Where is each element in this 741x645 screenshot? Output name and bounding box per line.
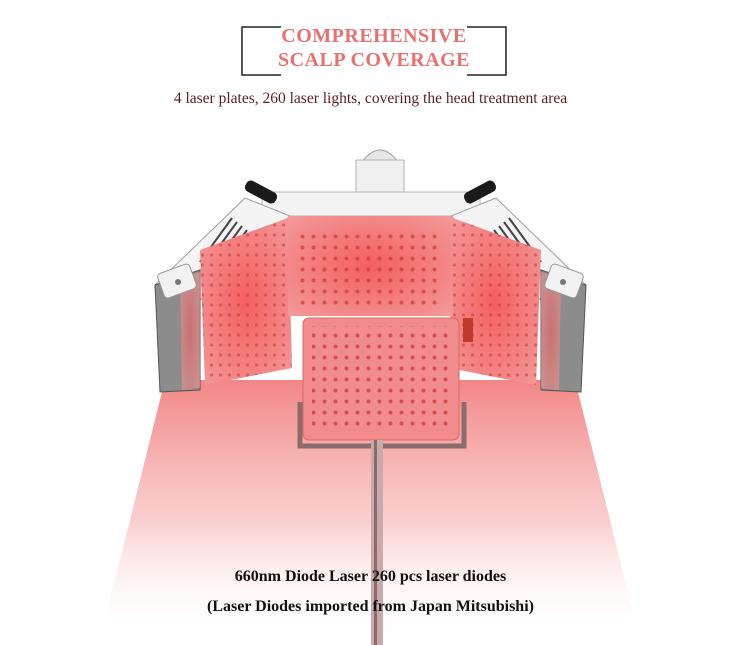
- left-handle: [244, 180, 278, 204]
- caption-line-1: 660nm Diode Laser 260 pcs laser diodes: [234, 568, 507, 585]
- title-line-1: COMPREHENSIVE: [281, 25, 467, 47]
- caption-line-2: (Laser Diodes imported from Japan Mitsub…: [207, 598, 534, 615]
- title-frame: COMPREHENSIVE SCALP COVERAGE: [241, 25, 507, 76]
- laser-light-beam: [100, 380, 640, 640]
- title-line-2: SCALP COVERAGE: [277, 49, 471, 71]
- top-frame-bar: [261, 191, 481, 217]
- right-handle: [463, 180, 497, 204]
- subtitle: 4 laser plates, 260 laser lights, coveri…: [173, 90, 568, 107]
